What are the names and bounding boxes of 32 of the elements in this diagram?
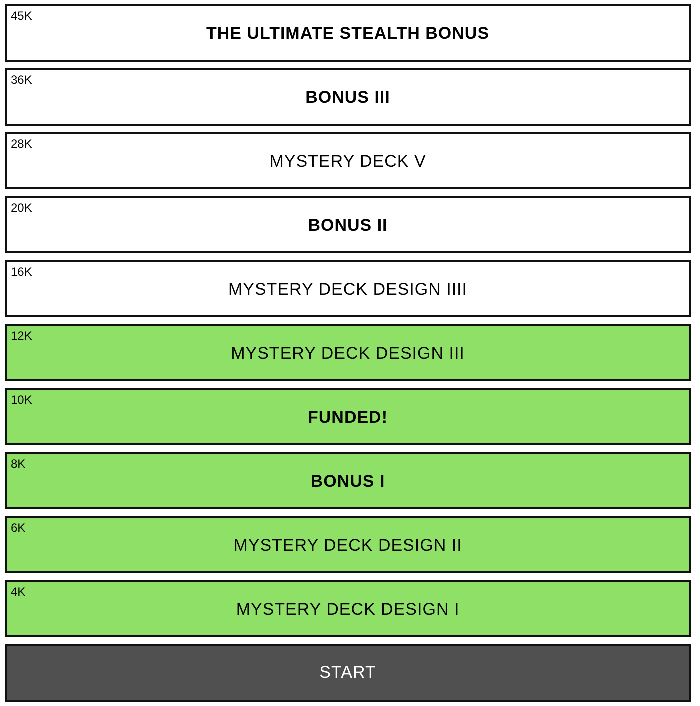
goal-title: MYSTERY DECK DESIGN IIII bbox=[227, 279, 469, 301]
goal-bar bbox=[5, 260, 691, 317]
amount-label: 20K bbox=[11, 201, 32, 215]
goal-bar bbox=[5, 516, 691, 573]
goal-title: BONUS III bbox=[304, 87, 392, 109]
goal-bar bbox=[5, 132, 691, 189]
goal-title: MYSTERY DECK DESIGN III bbox=[230, 343, 466, 365]
amount-label: 10K bbox=[11, 393, 32, 407]
goal-bar bbox=[5, 580, 691, 637]
start-bar bbox=[5, 644, 691, 702]
amount-label: 16K bbox=[11, 265, 32, 279]
amount-label: 12K bbox=[11, 329, 32, 343]
amount-label: 28K bbox=[11, 137, 32, 151]
amount-label: 6K bbox=[11, 521, 26, 535]
amount-label: 36K bbox=[11, 73, 32, 87]
amount-label: 45K bbox=[11, 9, 32, 23]
goal-bar bbox=[5, 324, 691, 381]
goal-title: THE ULTIMATE STEALTH BONUS bbox=[205, 23, 491, 45]
goal-bar bbox=[5, 388, 691, 445]
goal-title: BONUS I bbox=[310, 471, 386, 493]
goal-bar bbox=[5, 68, 691, 126]
start-label: START bbox=[318, 662, 378, 684]
goal-title: FUNDED! bbox=[307, 407, 389, 429]
goal-title: BONUS II bbox=[307, 215, 389, 237]
goal-bar bbox=[5, 196, 691, 253]
goal-bar bbox=[5, 4, 691, 62]
goal-title: MYSTERY DECK DESIGN II bbox=[232, 535, 464, 557]
goal-title: MYSTERY DECK V bbox=[268, 151, 428, 173]
amount-label: 4K bbox=[11, 585, 26, 599]
amount-label: 8K bbox=[11, 457, 26, 471]
goal-bar bbox=[5, 452, 691, 509]
goal-title: MYSTERY DECK DESIGN I bbox=[235, 599, 461, 621]
